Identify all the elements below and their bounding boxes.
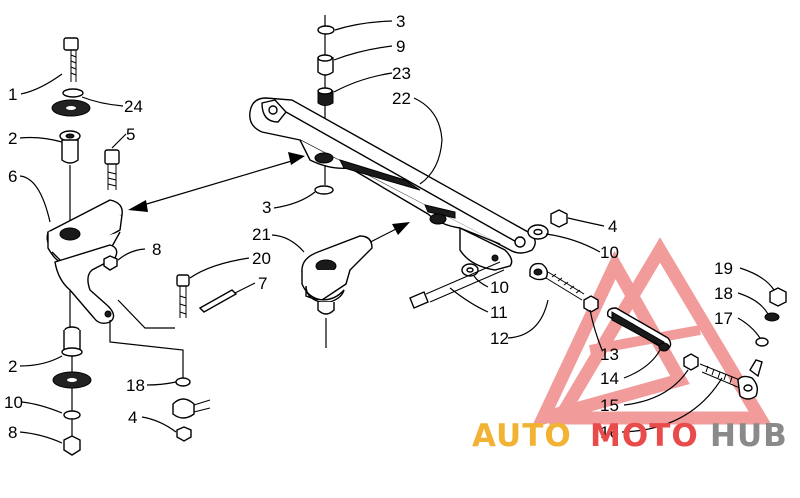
callout-7: 7 xyxy=(258,274,267,293)
callout-16: 16 xyxy=(600,423,619,442)
callout-22: 22 xyxy=(392,89,411,108)
pivot-bracket-21 xyxy=(301,235,373,348)
callout-5: 5 xyxy=(126,125,135,144)
watermark-logo xyxy=(531,237,772,429)
leader-lines xyxy=(19,20,775,444)
callout-10-mid: 10 xyxy=(490,278,509,297)
callout-21: 21 xyxy=(252,225,271,244)
callout-4-left: 4 xyxy=(128,408,137,427)
callout-14: 14 xyxy=(600,369,619,388)
callout-20: 20 xyxy=(252,249,271,268)
watermark-hub: HUB xyxy=(710,418,788,454)
callout-4-right: 4 xyxy=(608,217,617,236)
callout-15: 15 xyxy=(600,396,619,415)
callout-18-right: 18 xyxy=(714,284,733,303)
callout-19: 19 xyxy=(714,259,733,278)
tie-rod-parts xyxy=(583,287,787,400)
callout-17: 17 xyxy=(714,309,733,328)
watermark-moto: MOTO xyxy=(590,418,699,454)
callout-2-bottom: 2 xyxy=(8,357,17,376)
callout-3-top: 3 xyxy=(396,12,405,31)
callout-18-left: 18 xyxy=(126,376,145,395)
left-pivot-assembly xyxy=(46,37,238,456)
callout-10-left: 10 xyxy=(4,393,23,412)
swing-arm xyxy=(249,97,536,271)
callout-13: 13 xyxy=(600,345,619,364)
callout-2-top: 2 xyxy=(8,129,17,148)
callout-8-bottom: 8 xyxy=(8,423,17,442)
callout-8-top: 8 xyxy=(152,240,161,259)
callout-23: 23 xyxy=(392,64,411,83)
callout-9: 9 xyxy=(396,37,405,56)
callout-11: 11 xyxy=(490,303,508,322)
watermark-auto: AUTO xyxy=(472,418,572,454)
arm-hardware xyxy=(409,209,585,309)
callout-10-right: 10 xyxy=(600,243,619,262)
callout-24: 24 xyxy=(124,97,143,116)
watermark-text: AUTO MOTO HUB xyxy=(472,418,788,454)
callout-12: 12 xyxy=(490,329,509,348)
callout-3-lower: 3 xyxy=(262,198,271,217)
callout-labels: 1 24 2 5 6 8 2 10 8 18 4 7 20 21 3 3 9 2… xyxy=(4,12,733,442)
callout-6: 6 xyxy=(8,167,17,186)
callout-1: 1 xyxy=(8,85,17,104)
